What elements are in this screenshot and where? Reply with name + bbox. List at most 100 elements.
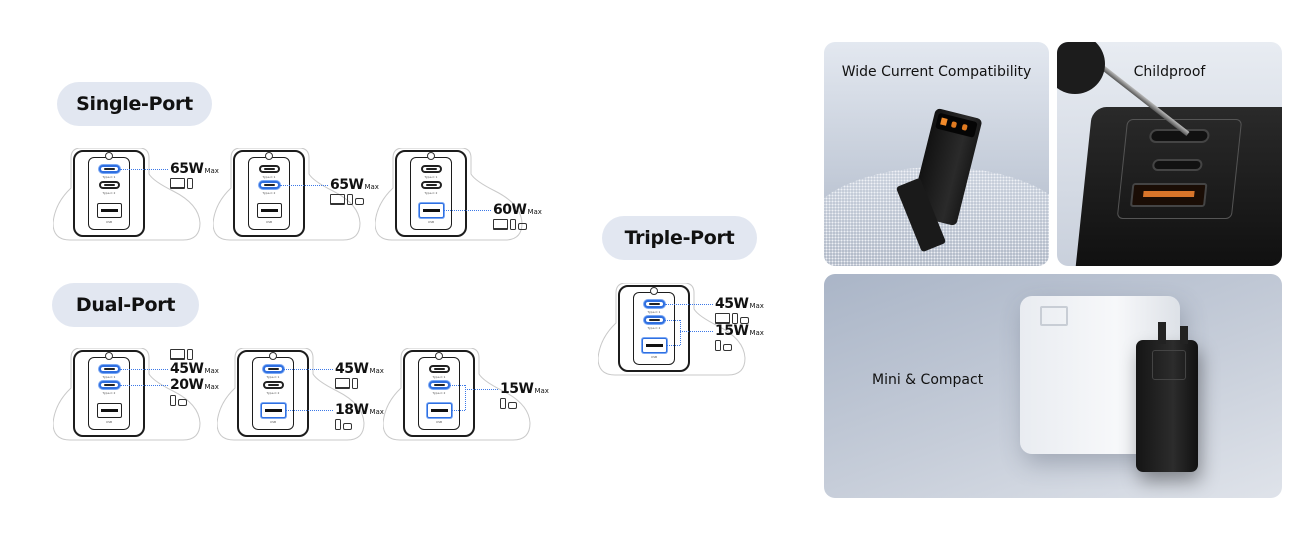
- wattage-label: 20WMax: [170, 378, 219, 394]
- compact-charger-image: [1136, 340, 1198, 472]
- port-c2: [429, 381, 450, 389]
- charger-closeup-image: [1073, 107, 1282, 266]
- port-label: Type-C 1: [262, 175, 276, 179]
- port-label: Type-C 2: [102, 391, 116, 395]
- connector-line: [120, 169, 168, 170]
- laptop-icon: [715, 313, 730, 324]
- wattage-value: 45W: [335, 361, 369, 377]
- feature-title: Childproof: [1133, 64, 1206, 80]
- port-label: USB: [427, 220, 435, 224]
- laptop-icon: [170, 349, 185, 360]
- brand-logo-icon: [650, 287, 658, 295]
- connector-line: [452, 410, 465, 411]
- section-title-single-port: Single-Port: [57, 82, 212, 126]
- port-label: USB: [435, 420, 443, 424]
- wattage-label: 60WMax: [493, 203, 542, 219]
- phone-icon: [715, 340, 721, 351]
- connector-line: [667, 345, 680, 346]
- phone-icon: [187, 178, 193, 189]
- max-label: Max: [369, 367, 384, 375]
- charger-diagram-single: Type-C 1 Type-C 2 USB 60WMax: [375, 148, 545, 243]
- wattage-value: 45W: [715, 296, 749, 312]
- max-label: Max: [364, 183, 379, 191]
- brand-logo-icon: [427, 152, 435, 160]
- compatible-devices: [500, 398, 517, 409]
- brand-logo-icon: [265, 152, 273, 160]
- port-label: Type-C 2: [647, 326, 661, 330]
- laptop-icon: [335, 378, 350, 389]
- wattage-value: 15W: [500, 381, 534, 397]
- port-label: Type-C 2: [102, 191, 116, 195]
- laptop-icon: [170, 178, 185, 189]
- compatible-devices: [170, 395, 187, 406]
- port-usb: [97, 203, 122, 218]
- wattage-label: 45WMax: [715, 297, 764, 313]
- section-title-dual-port: Dual-Port: [52, 283, 199, 327]
- wattage-value: 45W: [170, 361, 204, 377]
- port-usb: [642, 338, 667, 353]
- feature-title: Wide Current Compatibility: [841, 64, 1032, 80]
- wattage-label: 15WMax: [500, 382, 549, 398]
- connector-line: [465, 385, 466, 410]
- feature-card-mini-compact: Mini & Compact: [824, 274, 1282, 498]
- section-title-triple-port: Triple-Port: [602, 216, 757, 260]
- port-c1: [421, 165, 442, 173]
- compatible-devices: [330, 194, 364, 205]
- port-label: Type-C 2: [266, 391, 280, 395]
- wattage-value: 20W: [170, 377, 204, 393]
- wattage-value: 18W: [335, 402, 369, 418]
- max-label: Max: [749, 329, 764, 337]
- port-label: Type-C 1: [424, 175, 438, 179]
- max-label: Max: [204, 367, 219, 375]
- port-c2: [421, 181, 442, 189]
- phone-icon: [335, 419, 341, 430]
- port-label: Type-C 2: [424, 191, 438, 195]
- earbuds-icon: [723, 344, 732, 351]
- earbuds-icon: [178, 399, 187, 406]
- port-label: Type-C 1: [102, 375, 116, 379]
- max-label: Max: [749, 302, 764, 310]
- max-label: Max: [527, 208, 542, 216]
- wattage-label: 65WMax: [170, 162, 219, 178]
- charger-diagram-dual: Type-C 1 Type-C 2 USB 15WMax: [383, 348, 553, 443]
- port-c1: [99, 365, 120, 373]
- max-label: Max: [204, 167, 219, 175]
- port-label: Type-C 1: [432, 375, 446, 379]
- max-label: Max: [204, 383, 219, 391]
- connector-line: [450, 385, 465, 386]
- port-usb: [419, 203, 444, 218]
- max-label: Max: [369, 408, 384, 416]
- compatible-devices: [335, 419, 352, 430]
- phone-icon: [352, 378, 358, 389]
- wattage-label: 18WMax: [335, 403, 384, 419]
- wattage-value: 15W: [715, 323, 749, 339]
- port-c2: [99, 181, 120, 189]
- laptop-icon: [493, 219, 508, 230]
- port-label: Type-C 1: [266, 375, 280, 379]
- port-label: Type-C 2: [432, 391, 446, 395]
- brand-logo-icon: [105, 152, 113, 160]
- earbuds-icon: [355, 198, 364, 205]
- phone-icon: [510, 219, 516, 230]
- port-c1: [644, 300, 665, 308]
- port-usb: [257, 203, 282, 218]
- connector-line: [680, 331, 713, 332]
- laptop-icon: [330, 194, 345, 205]
- compatible-devices: [493, 219, 527, 230]
- port-label: Type-C 1: [647, 310, 661, 314]
- connector-line: [665, 304, 713, 305]
- port-c2: [99, 381, 120, 389]
- port-c1: [429, 365, 450, 373]
- connector-line: [284, 369, 333, 370]
- connector-line: [286, 410, 333, 411]
- earbuds-icon: [740, 317, 749, 324]
- wattage-value: 60W: [493, 202, 527, 218]
- earbuds-icon: [343, 423, 352, 430]
- port-c1: [259, 165, 280, 173]
- port-label: Type-C 2: [262, 191, 276, 195]
- brand-logo-icon: [435, 352, 443, 360]
